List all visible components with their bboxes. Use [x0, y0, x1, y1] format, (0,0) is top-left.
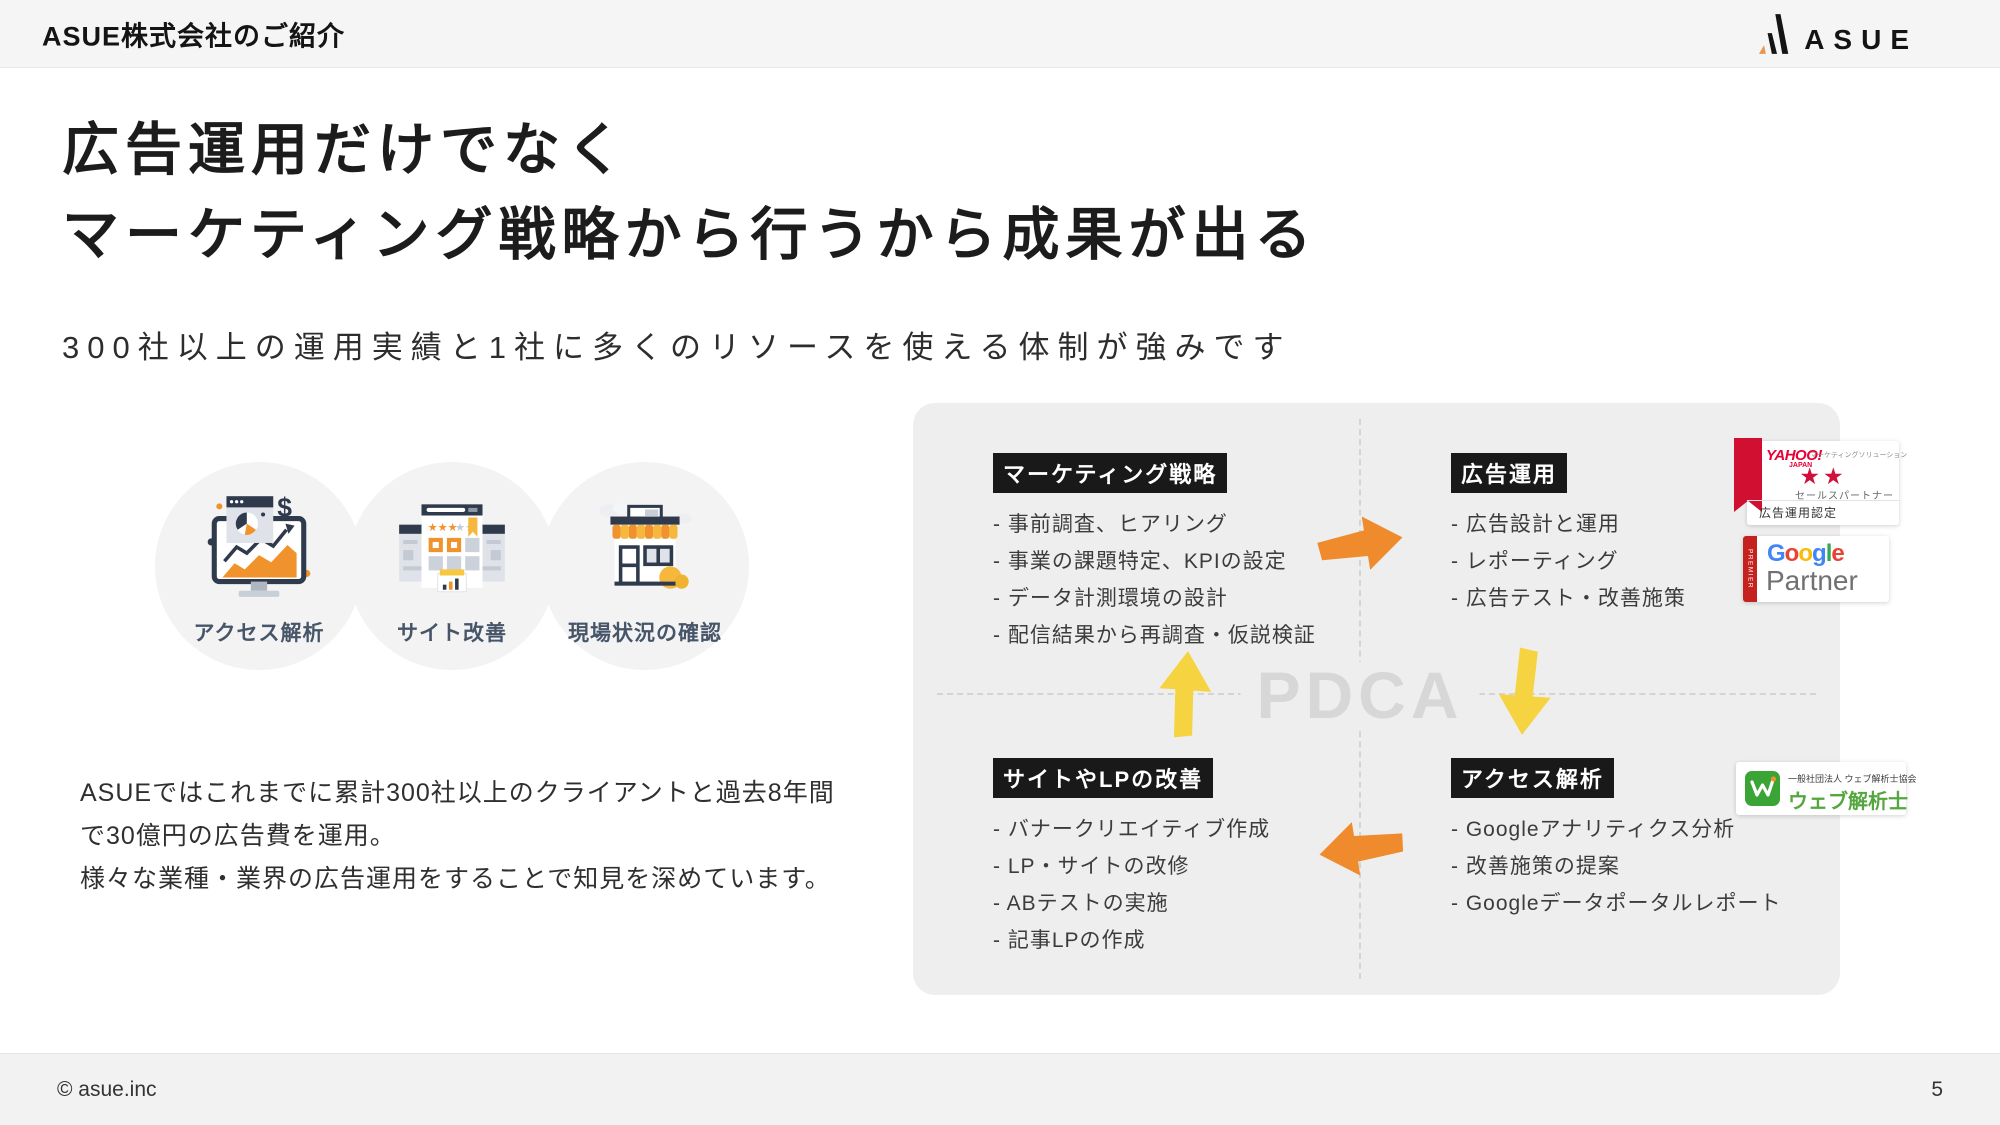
- arrow-right-icon: [1317, 516, 1403, 570]
- list-item: - Googleアナリティクス分析: [1451, 818, 1736, 841]
- description-line: ASUEではこれまでに累計300社以上のクライアントと過去8年間: [80, 779, 835, 807]
- storefront-icon: [599, 503, 692, 589]
- google-letter: G: [1767, 540, 1786, 567]
- pdca-center-label: PDCA: [1240, 662, 1480, 728]
- quadrant-ad-operation: 広告運用 - 広告設計と運用 - レポーティング - 広告テスト・改善施策: [1451, 453, 1881, 617]
- description-line: で30億円の広告費を運用。: [80, 822, 396, 850]
- ribbon-icon: [1734, 438, 1762, 512]
- quadrant-site-lp-improvement: サイトやLPの改善 - バナークリエイティブ作成 - LP・サイトの改修 - A…: [993, 758, 1423, 959]
- quadrant-list: - 事前調査、ヒアリング - 事業の課題特定、KPIの設定 - データ計測環境の…: [993, 506, 1423, 654]
- arrow-left-icon: [1319, 822, 1404, 876]
- dollar-glyph: $: [277, 493, 292, 523]
- feature-store-check: 現場状況の確認: [541, 462, 749, 670]
- list-item: - バナークリエイティブ作成: [993, 818, 1271, 841]
- asue-logo-text: ASUE: [1804, 23, 1918, 55]
- yahoo-logo-text: YAHOO!: [1766, 447, 1822, 464]
- main-title-line2: マーケティング戦略から行うから成果が出る: [62, 203, 1318, 267]
- google-letter: o: [1798, 540, 1813, 567]
- description-block: ASUEではこれまでに累計300社以上のクライアントと過去8年間 で30億円の広…: [80, 772, 835, 901]
- list-item: - レポーティング: [1451, 550, 1619, 573]
- pdca-diagram: PDCA マーケティング戦略 - 事前調査、ヒアリング - 事業の課題特定、KP…: [913, 403, 1840, 995]
- google-partner-badge: PREMIER Google Partner: [1743, 536, 1889, 602]
- asue-logo-mark-icon: [1759, 13, 1789, 54]
- list-item: - 広告テスト・改善施策: [1451, 587, 1686, 610]
- quadrant-title: マーケティング戦略: [993, 453, 1228, 493]
- quadrant-marketing-strategy: マーケティング戦略 - 事前調査、ヒアリング - 事業の課題特定、KPIの設定 …: [993, 453, 1423, 654]
- arrow-down-icon: [1498, 647, 1551, 735]
- copyright-text: © asue.inc: [57, 1077, 157, 1101]
- list-item: - 広告設計と運用: [1451, 513, 1620, 536]
- header-bar: ASUE株式会社のご紹介 ASUE: [0, 0, 2000, 68]
- premier-label: PREMIER: [1746, 548, 1754, 590]
- quadrant-title: 広告運用: [1451, 453, 1568, 493]
- page-number: 5: [1931, 1077, 1943, 1101]
- arrow-up-icon: [1159, 651, 1212, 738]
- quadrant-title: サイトやLPの改善: [993, 758, 1214, 798]
- feature-label: 現場状況の確認: [568, 622, 722, 645]
- google-letter: g: [1812, 540, 1827, 567]
- quadrant-access-analysis: アクセス解析 - Googleアナリティクス分析 - 改善施策の提案 - Goo…: [1451, 758, 1881, 922]
- web-analyst-logo-icon: [1745, 771, 1780, 806]
- web-analyst-badge: 一般社団法人 ウェブ解析士協会 ウェブ解析士: [1736, 762, 1917, 815]
- list-item: - 事前調査、ヒアリング: [993, 513, 1228, 536]
- web-analyst-org-label: 一般社団法人 ウェブ解析士協会: [1788, 774, 1917, 784]
- two-stars-icon: ★★: [1799, 463, 1847, 489]
- web-analyst-name-label: ウェブ解析士: [1788, 791, 1908, 813]
- divider: [1747, 500, 1899, 501]
- google-partner-label: Partner: [1766, 565, 1858, 596]
- quadrant-title: アクセス解析: [1451, 758, 1614, 798]
- yahoo-logo-subtext: JAPAN: [1789, 462, 1813, 469]
- google-logo-text: Google: [1767, 540, 1845, 567]
- yahoo-partner-type: セールスパートナー: [1795, 491, 1894, 502]
- google-letter: o: [1784, 540, 1800, 567]
- site-improvement-icon: ★★★ ★★: [399, 504, 505, 593]
- asue-logo: ASUE: [1752, 10, 1918, 58]
- feature-label: サイト改善: [397, 622, 507, 645]
- yahoo-program-label: マーケティングソリューション: [1810, 452, 1908, 459]
- stars-active-glyph: ★★★: [428, 522, 458, 534]
- page-title: ASUE株式会社のご紹介: [42, 21, 346, 51]
- feature-label: アクセス解析: [193, 622, 325, 645]
- feature-access-analysis: $ アクセス解析: [155, 462, 363, 670]
- yahoo-certification: 広告運用認定: [1759, 506, 1838, 520]
- subtitle: 300社以上の運用実績と1社に多くのリソースを使える体制が強みです: [62, 330, 1292, 365]
- description-line: 様々な業種・業界の広告運用をすることで知見を深めています。: [80, 865, 831, 893]
- list-item: - 配信結果から再調査・仮説検証: [993, 624, 1316, 647]
- premier-band: PREMIER: [1743, 536, 1757, 602]
- quadrant-list: - Googleアナリティクス分析 - 改善施策の提案 - Googleデータポ…: [1451, 811, 1881, 922]
- quadrant-list: - バナークリエイティブ作成 - LP・サイトの改修 - ABテストの実施 - …: [993, 811, 1423, 959]
- footer-bar: © asue.inc 5: [0, 1053, 2000, 1125]
- yahoo-sales-partner-badge: YAHOO! JAPAN マーケティングソリューション ★★ セールスパートナー…: [1734, 438, 1907, 525]
- list-item: - LP・サイトの改修: [993, 855, 1190, 878]
- list-item: - ABテストの実施: [993, 892, 1169, 915]
- list-item: - Googleデータポータルレポート: [1451, 892, 1782, 915]
- google-letter: e: [1831, 540, 1844, 567]
- feature-site-improvement: ★★★ ★★ サイト改善: [348, 462, 556, 670]
- main-title-line1: 広告運用だけでなく: [62, 118, 629, 182]
- list-item: - 改善施策の提案: [1451, 855, 1620, 878]
- list-item: - データ計測環境の設計: [993, 587, 1228, 610]
- list-item: - 記事LPの作成: [993, 929, 1146, 952]
- analytics-monitor-icon: $: [207, 493, 311, 597]
- google-letter: l: [1825, 540, 1833, 567]
- quadrant-list: - 広告設計と運用 - レポーティング - 広告テスト・改善施策: [1451, 506, 1881, 617]
- list-item: - 事業の課題特定、KPIの設定: [993, 550, 1287, 573]
